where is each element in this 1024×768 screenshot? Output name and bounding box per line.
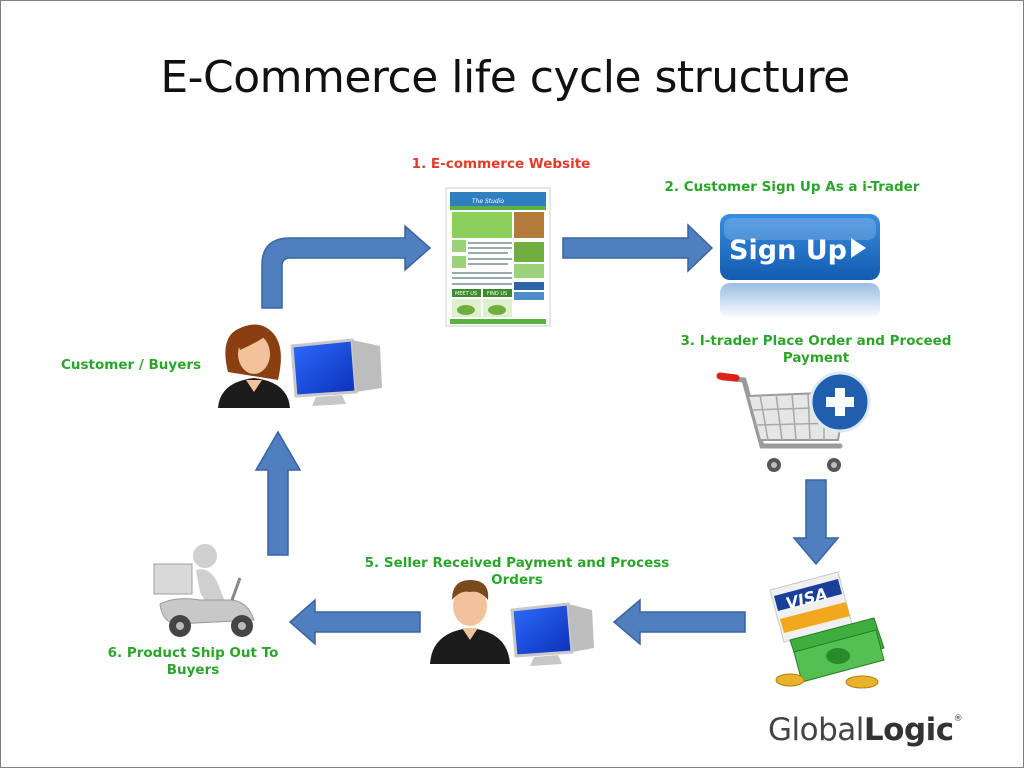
logo-part-logic: Logic [863,712,954,748]
seller-man-icon [430,580,510,664]
arrow-ship-to-customer [254,430,302,556]
step-6-label-line2: Buyers [166,662,220,678]
slide-title: E-Commerce life cycle structure [160,52,850,103]
seller-computer-monitor-icon [510,602,594,666]
website-thumbnail-image [445,187,551,327]
step-3-label-line2: Payment [782,350,850,366]
arrow-seller-to-ship [288,598,421,646]
visa-card-money-icon [769,571,885,689]
step-2-label: 2. Customer Sign Up As a i-Trader [664,179,920,195]
website-thumb-button-meet: MEET US [455,291,477,297]
logo-registered-mark: ® [953,714,963,724]
website-thumb-header: The Studio [472,198,505,205]
add-plus-icon [809,371,871,433]
customer-buyers-label: Customer / Buyers [61,357,202,373]
website-thumb-button-find: FIND US [487,291,507,297]
arrow-website-to-signup [562,223,714,273]
signup-button-text: Sign Up [729,235,847,266]
globallogic-logo: GlobalLogic® [768,712,963,748]
arrow-customer-to-website [261,224,432,309]
arrow-cart-to-payment [792,479,840,566]
logo-part-global: Global [768,712,864,748]
delivery-scooter-icon [153,544,255,637]
customer-woman-icon [218,324,290,408]
step-6-label: 6. Product Ship Out To Buyers [88,645,298,679]
signup-button-image [720,214,880,319]
step-3-label: 3. I-trader Place Order and Proceed Paym… [656,333,976,367]
step-1-label: 1. E-commerce Website [411,156,591,172]
step-5-label-line2: Orders [491,572,543,588]
step-6-label-line1: 6. Product Ship Out To [107,645,279,661]
customer-computer-monitor-icon [290,338,382,406]
arrow-payment-to-seller [612,598,746,646]
step-3-label-line1: 3. I-trader Place Order and Proceed [680,333,952,349]
step-5-label: 5. Seller Received Payment and Process O… [344,555,690,589]
step-5-label-line1: 5. Seller Received Payment and Process [364,555,670,571]
